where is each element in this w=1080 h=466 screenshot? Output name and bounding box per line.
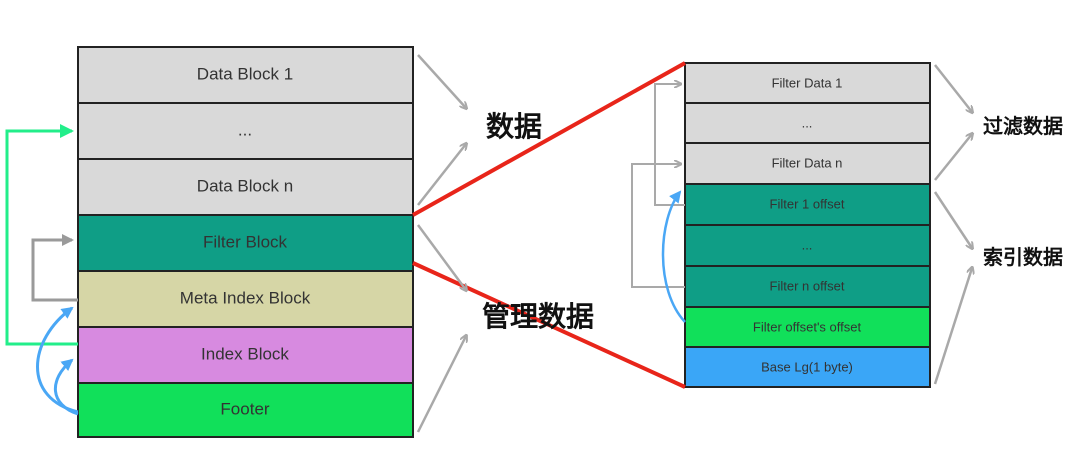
meta-index-block: Meta Index Block xyxy=(77,270,414,328)
filter-offset-ellipsis-label: ... xyxy=(802,237,813,252)
meta-index-block-label: Meta Index Block xyxy=(180,288,311,307)
filter-n-offset-label: Filter n offset xyxy=(770,278,845,293)
left-connector-arrows xyxy=(416,54,466,433)
offset-to-filter-data-n-arrow xyxy=(631,164,685,288)
filter-block-to-mgmt-arrow xyxy=(416,224,466,290)
offset-to-filter-data-1-arrow xyxy=(654,84,685,206)
footer-block-label: Footer xyxy=(220,399,269,418)
zoom-line-top xyxy=(412,61,686,217)
data-block-n-to-data-arrow xyxy=(417,144,466,206)
sstable-block-stack: Data Block 1 ... Data Block n Filter Blo… xyxy=(77,46,414,438)
filter-data-n-label: Filter Data n xyxy=(772,155,843,170)
index-block: Index Block xyxy=(77,326,414,384)
filter-block: Filter Block xyxy=(77,214,414,272)
data-block-1: Data Block 1 xyxy=(77,46,414,104)
filter-data-ellipsis: ... xyxy=(684,102,931,144)
footer-block: Footer xyxy=(77,382,414,438)
filter-n-offset: Filter n offset xyxy=(684,265,931,308)
filter-data-1-label: Filter Data 1 xyxy=(772,75,843,90)
offsets-offset-to-filter-1-offset-arrow xyxy=(661,190,686,323)
data-category-label: 数据 xyxy=(486,110,542,143)
filter-block-label: Filter Block xyxy=(203,232,288,251)
management-data-category-label: 管理数据 xyxy=(482,300,594,333)
footer-to-index-arrow xyxy=(54,358,79,416)
filter-1-offset-to-index-data-arrow xyxy=(933,191,972,248)
filter-data-ellipsis-label: ... xyxy=(802,115,813,130)
filter-data-category-label: 过滤数据 xyxy=(983,114,1063,138)
data-block-1-to-data-arrow xyxy=(417,54,466,108)
filter-data-n: Filter Data n xyxy=(684,142,931,185)
data-block-1-label: Data Block 1 xyxy=(197,64,293,83)
filter-offset-ellipsis: ... xyxy=(684,224,931,267)
data-block-ellipsis: ... xyxy=(77,102,414,160)
filter-1-offset-label: Filter 1 offset xyxy=(770,196,845,211)
filter-data-1-to-filter-data-label-arrow xyxy=(934,64,972,112)
index-block-label: Index Block xyxy=(201,344,289,363)
zoom-line-bottom xyxy=(412,261,686,389)
base-lg-to-index-data-arrow xyxy=(933,268,972,385)
filter-data-n-to-filter-data-label-arrow xyxy=(934,134,972,181)
meta-index-to-filter-arrow xyxy=(31,234,78,302)
filter-1-offset: Filter 1 offset xyxy=(684,183,931,226)
index-data-category-label: 索引数据 xyxy=(983,245,1063,269)
base-lg-label: Base Lg(1 byte) xyxy=(761,359,853,374)
data-block-n-label: Data Block n xyxy=(197,176,293,195)
right-connector-arrows xyxy=(933,64,972,385)
base-lg: Base Lg(1 byte) xyxy=(684,346,931,388)
filter-block-detail-stack: Filter Data 1 ... Filter Data n Filter 1… xyxy=(684,62,931,388)
data-block-ellipsis-label: ... xyxy=(238,120,252,139)
filter-offsets-offset-label: Filter offset's offset xyxy=(753,319,862,334)
footer-to-mgmt-arrow xyxy=(416,336,466,433)
data-block-n: Data Block n xyxy=(77,158,414,216)
filter-offsets-offset: Filter offset's offset xyxy=(684,306,931,348)
filter-data-1: Filter Data 1 xyxy=(684,62,931,104)
